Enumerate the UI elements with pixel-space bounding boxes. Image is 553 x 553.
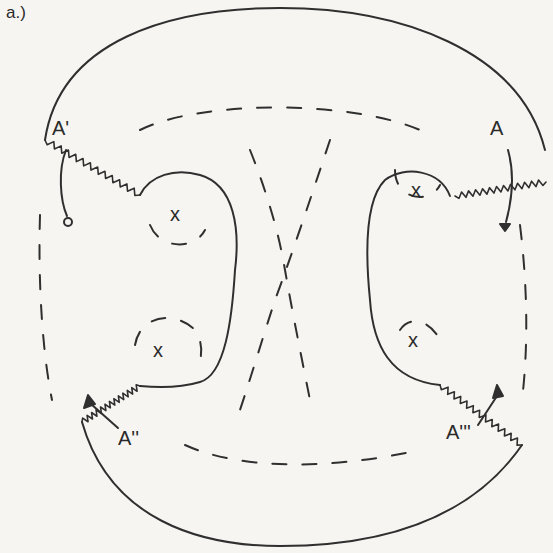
cut-end-marker [64, 218, 72, 226]
leader-line [91, 404, 118, 428]
branch-point: x [153, 340, 163, 360]
branch-point: x [408, 330, 418, 350]
branch-point: x [411, 180, 421, 200]
sheet-label: A''' [446, 422, 471, 442]
leader-line [61, 150, 67, 216]
left-lobe [140, 172, 237, 387]
branch-cut [45, 140, 140, 195]
cut-end-marker [500, 224, 510, 231]
outline-top [45, 8, 545, 150]
branch-point: x [170, 204, 180, 224]
figure-tag: a.) [6, 4, 26, 21]
branch-cuts [45, 140, 546, 445]
branch-cut [455, 180, 546, 198]
hidden-lines [40, 108, 527, 465]
arrowhead [493, 385, 503, 398]
branch-cut [440, 385, 522, 445]
sheet-label: A [490, 118, 503, 138]
branch-cut [82, 385, 140, 422]
sheet-label: A'' [118, 428, 139, 448]
sheet-label: A' [52, 118, 69, 138]
right-lobe [367, 172, 450, 385]
outline-bottom [82, 422, 522, 546]
